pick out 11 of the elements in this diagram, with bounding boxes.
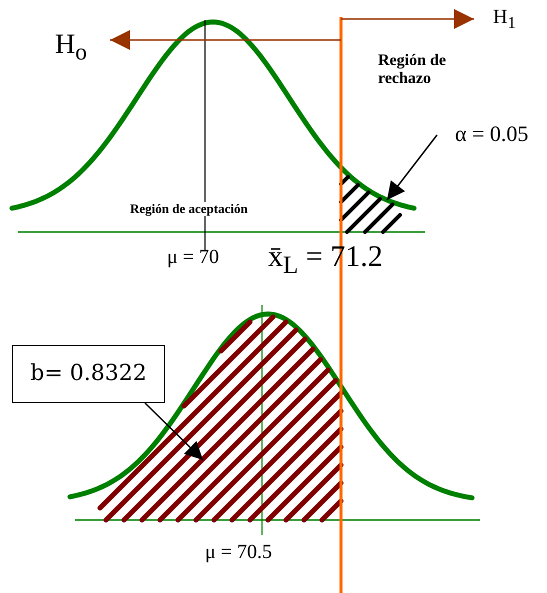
leader-line (144, 402, 204, 461)
leader-line (386, 134, 438, 200)
hypothesis-label: H$_{1}$ (493, 6, 516, 32)
mean-label: μ = 70 (167, 246, 220, 268)
hypothesis-label: H$_{o}$ (55, 30, 87, 66)
region-label: Región de aceptación (130, 202, 248, 216)
hatched-tail-area (339, 175, 402, 234)
region-label: Región de rechazo (378, 52, 447, 88)
mean-label: μ = 70.5 (205, 541, 272, 563)
parameter-label: α = 0.05 (455, 122, 528, 146)
value-box: b= 0.8322 (12, 345, 165, 403)
